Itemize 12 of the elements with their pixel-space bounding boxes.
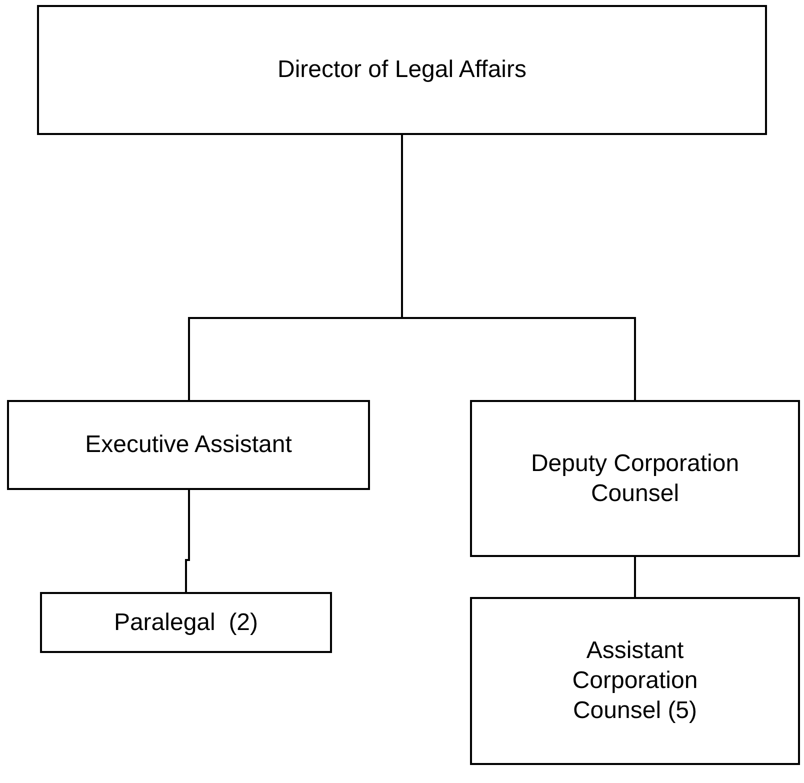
position-title: Paralegal (2) (114, 608, 258, 638)
position-box (37, 5, 767, 135)
connector-line (634, 557, 636, 597)
position-box (40, 592, 332, 653)
position-title: Director of Legal Affairs (277, 55, 526, 85)
position-title: Deputy Corporation Counsel (530, 448, 740, 508)
connector-line (185, 490, 190, 592)
position-box (470, 400, 800, 557)
position-title: Executive Assistant (85, 430, 292, 460)
position-box (470, 597, 800, 765)
position-box (7, 400, 370, 490)
position-title: Assistant Corporation Counsel (5) (571, 636, 699, 726)
